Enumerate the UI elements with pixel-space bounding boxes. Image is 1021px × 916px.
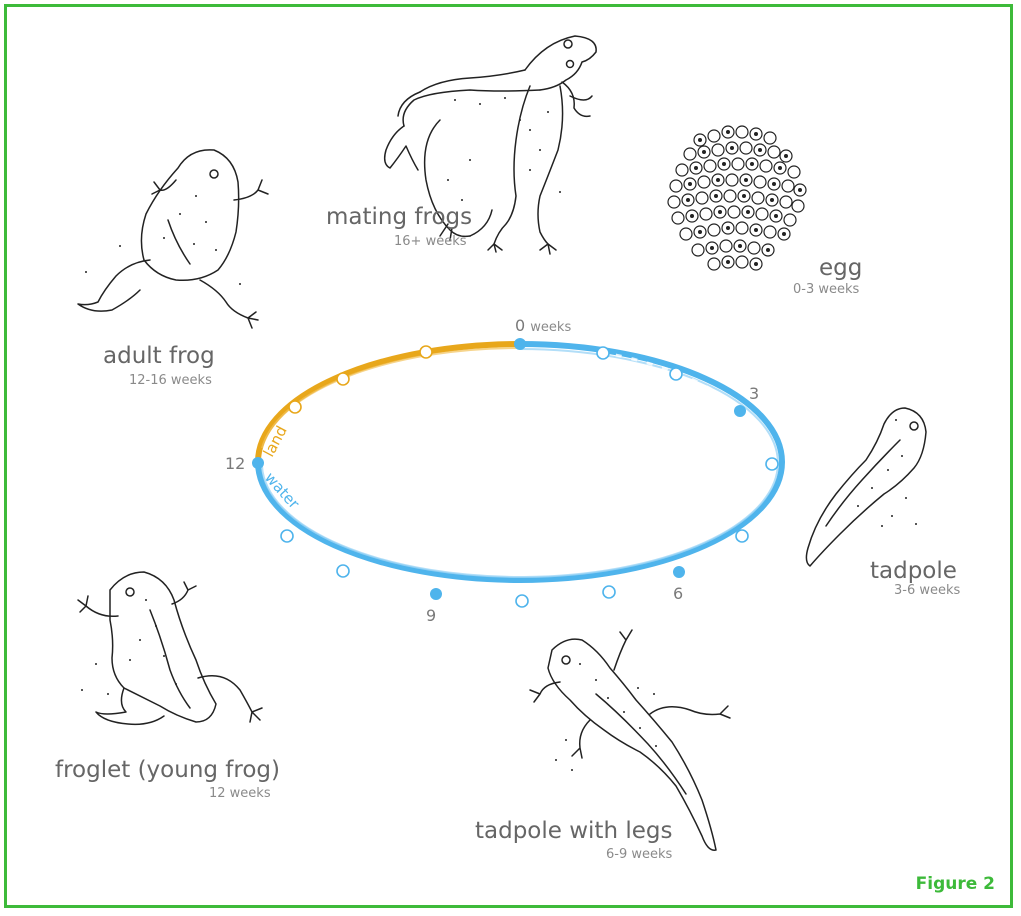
tadpole-with-legs-duration: 6-9 weeks bbox=[606, 848, 672, 861]
marker bbox=[670, 368, 682, 380]
marker bbox=[420, 346, 432, 358]
marker bbox=[603, 586, 615, 598]
tick-0-unit: weeks bbox=[530, 320, 571, 335]
land-label: land bbox=[260, 423, 291, 460]
egg-label: egg bbox=[819, 257, 862, 280]
tadpole-with-legs-dots bbox=[555, 663, 657, 771]
mating-frogs-duration: 16+ weeks bbox=[394, 235, 467, 248]
marker-week-3 bbox=[734, 405, 746, 417]
tick-week-12: 12 bbox=[225, 456, 245, 472]
tadpole-with-legs-label: tadpole with legs bbox=[475, 820, 672, 843]
marker bbox=[281, 530, 293, 542]
tick-week-3: 3 bbox=[749, 386, 759, 402]
froglet-duration: 12 weeks bbox=[209, 787, 271, 800]
froglet-label: froglet (young frog) bbox=[55, 759, 280, 782]
adult-frog-illustration bbox=[78, 150, 268, 328]
figure-label: Figure 2 bbox=[916, 874, 995, 894]
marker-week-12 bbox=[252, 457, 264, 469]
adult-frog-label: adult frog bbox=[103, 345, 215, 368]
tick-0-value: 0 bbox=[515, 316, 525, 335]
marker-week-0 bbox=[514, 338, 526, 350]
tadpole-duration: 3-6 weeks bbox=[894, 584, 960, 597]
tick-week-0: 0 weeks bbox=[515, 318, 571, 334]
marker bbox=[516, 595, 528, 607]
marker bbox=[736, 530, 748, 542]
marker-week-9 bbox=[430, 588, 442, 600]
tadpole-label: tadpole bbox=[870, 560, 957, 583]
mating-frogs-label: mating frogs bbox=[326, 206, 472, 229]
egg-mass-illustration bbox=[668, 126, 806, 270]
adult-frog-duration: 12-16 weeks bbox=[129, 374, 212, 387]
marker bbox=[597, 347, 609, 359]
tick-week-9: 9 bbox=[426, 608, 436, 624]
tadpole-dots bbox=[857, 419, 917, 527]
marker bbox=[337, 373, 349, 385]
egg-duration: 0-3 weeks bbox=[793, 283, 859, 296]
marker bbox=[766, 458, 778, 470]
adult-frog-dots bbox=[85, 195, 241, 285]
water-arc-fade bbox=[600, 352, 740, 410]
marker-week-6 bbox=[673, 566, 685, 578]
marker bbox=[289, 401, 301, 413]
marker bbox=[337, 565, 349, 577]
tick-week-6: 6 bbox=[673, 586, 683, 602]
tadpole-illustration bbox=[806, 408, 926, 566]
froglet-illustration bbox=[78, 572, 262, 724]
